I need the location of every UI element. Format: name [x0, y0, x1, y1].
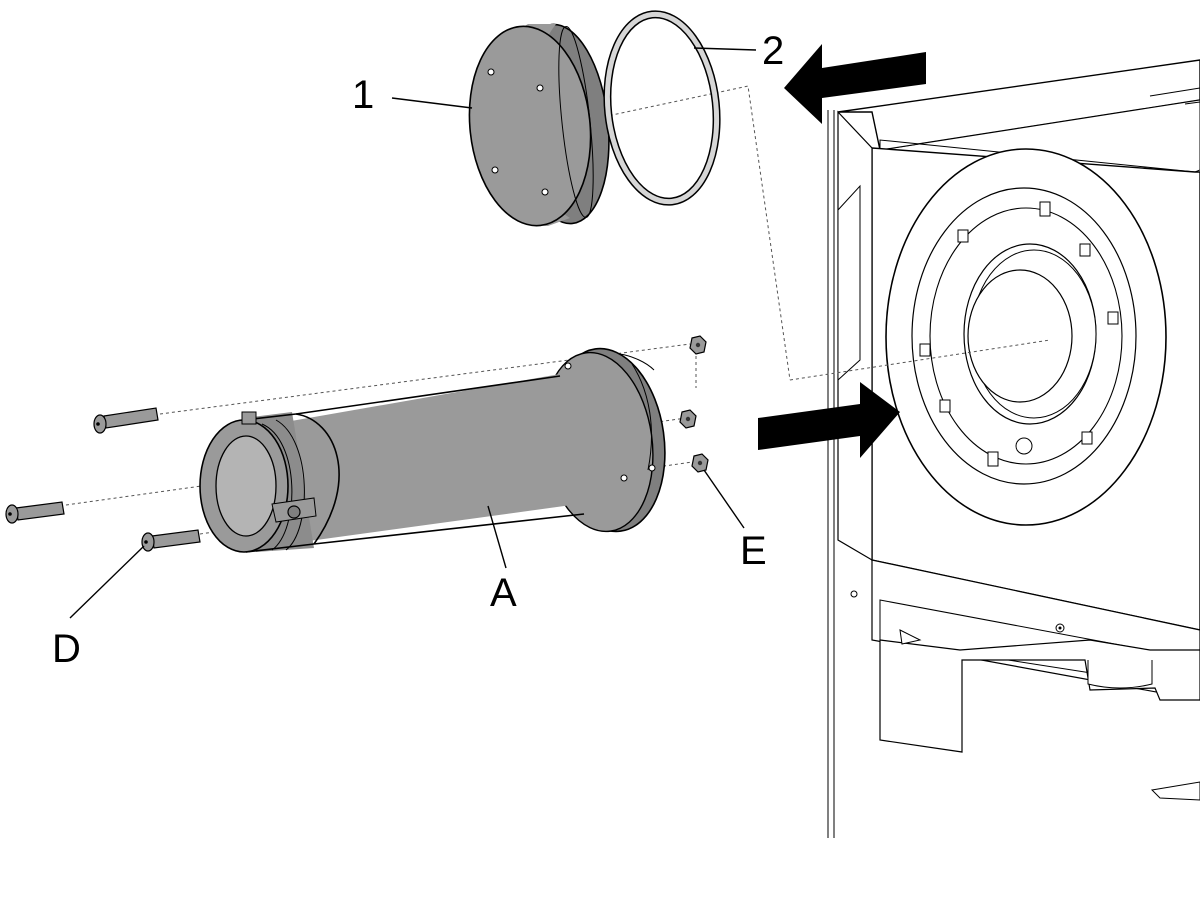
top-bevel	[879, 99, 1200, 173]
clamp-screw-icon	[287, 505, 301, 519]
nut-bottom	[691, 453, 709, 473]
screws-part-d	[5, 407, 201, 552]
sleeve-part	[199, 347, 666, 553]
cover-hole	[541, 188, 549, 196]
flange-tab	[1107, 311, 1119, 325]
flange-tab	[1081, 431, 1093, 445]
front-screw-hole	[1055, 623, 1065, 633]
front-screw-center	[1058, 626, 1062, 630]
flange-tab	[919, 343, 931, 357]
nuts-part-e	[679, 335, 709, 473]
leader-a	[487, 505, 507, 569]
cover-plate-groove	[558, 26, 594, 218]
flange-bolt-hole	[648, 464, 656, 472]
nut-top	[689, 335, 707, 355]
align-cover	[597, 85, 791, 381]
flange-tab	[957, 229, 969, 243]
leader-d	[69, 545, 145, 619]
flange-slot	[631, 363, 652, 471]
machine-housing	[827, 59, 1200, 838]
direction-arrows	[758, 44, 926, 458]
flange-bolt-hole	[564, 362, 572, 370]
collar-bottom-edge	[245, 543, 315, 553]
screw-top	[93, 407, 159, 434]
seal-ring	[604, 11, 720, 205]
flange-tab	[1079, 243, 1091, 257]
side-hole	[850, 590, 858, 598]
base-cylinder	[1087, 660, 1153, 689]
collar-groove	[261, 423, 293, 551]
sleeve-step	[295, 413, 340, 545]
flange-tab	[987, 451, 999, 467]
flange-slot-top	[619, 353, 655, 371]
cover-hole	[491, 166, 499, 174]
arrow-insert	[758, 382, 900, 458]
sleeve-bore	[215, 435, 277, 537]
flange-tab	[1039, 201, 1051, 217]
seal-ring-outline	[603, 10, 721, 206]
leader-e	[703, 469, 745, 529]
screw-bottom	[141, 529, 201, 552]
side-slot	[837, 184, 861, 382]
port-opening	[967, 269, 1073, 403]
leader-1	[391, 97, 473, 109]
collar-groove-2	[275, 419, 305, 551]
callout-label-e: E	[740, 529, 767, 573]
sleeve-top-edge	[295, 375, 561, 415]
flange-tab	[939, 399, 951, 413]
sleeve-bottom-edge	[313, 513, 585, 545]
callout-label-d: D	[52, 627, 81, 671]
screw-middle	[5, 501, 65, 524]
top-detail-line-2	[1184, 101, 1200, 105]
cover-hole	[487, 68, 495, 76]
collar-tab	[241, 411, 257, 425]
callout-leaders	[69, 47, 757, 619]
callout-label-a: A	[490, 571, 517, 615]
nut-middle	[679, 409, 697, 429]
align-axis	[789, 339, 1051, 381]
seal-ring-part	[603, 10, 721, 206]
leader-2	[693, 47, 757, 51]
cover-hole	[536, 84, 544, 92]
base-bracket	[899, 629, 922, 645]
flange-hole	[1015, 437, 1033, 455]
callout-label-2: 2	[762, 29, 784, 73]
top-detail-line	[1149, 87, 1200, 97]
base-block	[879, 639, 1200, 753]
flange-bolt-hole	[620, 474, 628, 482]
floor-plate	[1150, 781, 1200, 801]
sleeve-tube-body	[240, 374, 608, 548]
cover-plate-part	[468, 23, 610, 227]
arrow-removal	[784, 44, 926, 124]
callout-label-1: 1	[352, 73, 374, 117]
